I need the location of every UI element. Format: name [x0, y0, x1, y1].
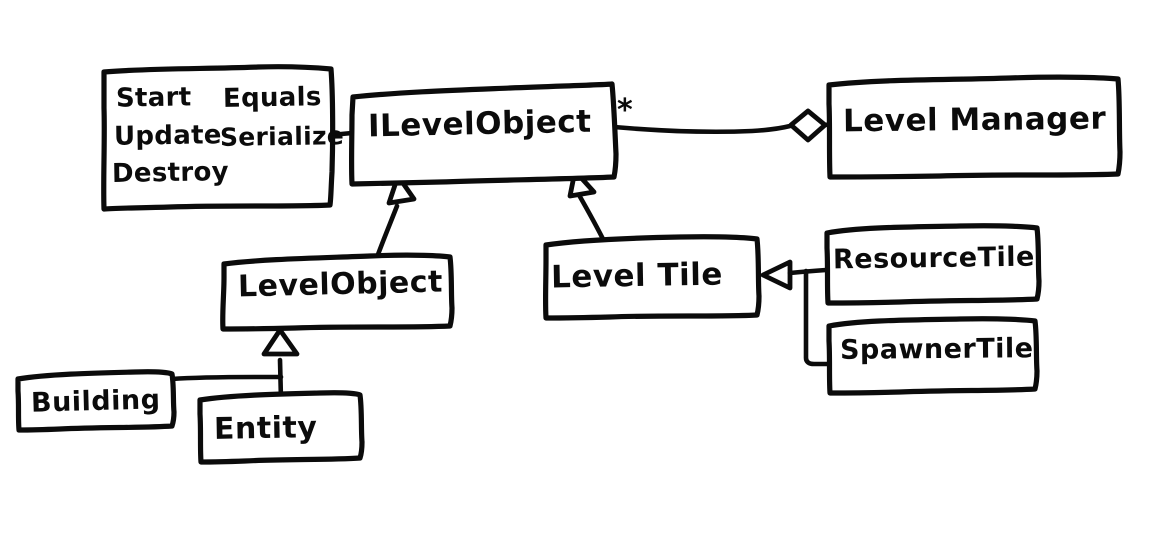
leveltile-box-outline	[542, 234, 762, 321]
method-label-start: Start	[115, 82, 192, 114]
ilevelobject-box-outline	[348, 81, 619, 187]
node-label-entity: Entity	[213, 410, 318, 447]
edge-building-levelobject	[169, 374, 284, 382]
node-label-levelobject: LevelObject	[237, 264, 444, 305]
levelmanager-box-outline	[826, 74, 1123, 180]
generalization-triangle-leveltile-sub	[760, 259, 793, 291]
methods-box-outline	[101, 64, 336, 212]
generalization-triangle-levelobject-sub	[261, 327, 300, 357]
generalization-triangle-levelobject	[386, 173, 417, 206]
spawnertile-box-outline	[826, 316, 1040, 396]
node-label-leveltile: Level Tile	[550, 256, 724, 296]
edge-levelobject-ilevelobject	[373, 203, 400, 263]
method-label-equals: Equals	[222, 82, 322, 114]
entity-box-outline	[197, 390, 365, 465]
method-label-serialize: Serialize	[219, 121, 345, 152]
multiplicity-label: *	[617, 93, 633, 128]
edge-ilevelobject-levelmanager	[611, 123, 793, 135]
levelobject-box-outline	[220, 252, 455, 332]
method-label-update: Update	[113, 120, 222, 152]
resourcetile-box-outline	[824, 223, 1042, 306]
edge-spawnertile-leveltile	[803, 268, 831, 367]
node-label-ilevelobject: ILevelObject	[367, 103, 592, 145]
edge-leveltile-ilevelobject	[576, 192, 608, 246]
node-label-resourcetile: ResourceTile	[832, 241, 1036, 276]
node-label-spawnertile: SpawnerTile	[839, 333, 1034, 366]
node-label-building: Building	[30, 384, 161, 419]
node-label-levelmanager: Level Manager	[842, 100, 1107, 140]
aggregation-diamond	[788, 108, 828, 143]
building-box-outline	[15, 369, 177, 433]
method-label-destroy: Destroy	[111, 156, 230, 190]
